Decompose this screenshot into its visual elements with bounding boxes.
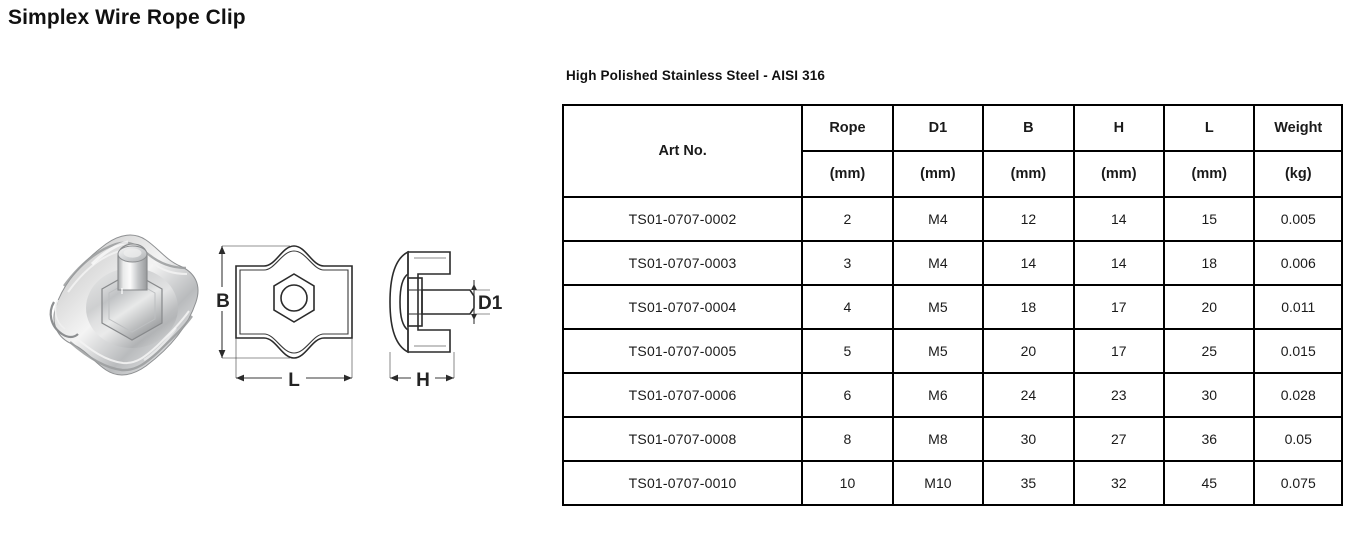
cell-b: 12 — [982, 196, 1075, 242]
product-photo — [34, 210, 224, 400]
cell-rope: 5 — [801, 328, 894, 374]
page-title: Simplex Wire Rope Clip — [8, 6, 246, 29]
product-figure-area: B L — [0, 196, 545, 411]
table-header: Art No. Rope D1 B H L Weight (mm) (mm) (… — [561, 104, 1343, 198]
cell-weight: 0.075 — [1253, 460, 1343, 506]
cell-h: 14 — [1072, 240, 1166, 286]
table-row: TS01-0707-0004 4 M5 18 17 20 0.011 — [561, 284, 1343, 330]
cell-art-no: TS01-0707-0005 — [561, 328, 804, 374]
header-row-units: (mm) (mm) (mm) (mm) (mm) (kg) — [563, 150, 1343, 198]
header-row-labels: Art No. Rope D1 B H L Weight — [561, 104, 1343, 198]
column-unit-d1: (mm) — [891, 150, 985, 198]
cell-h: 23 — [1072, 372, 1166, 418]
cell-h: 17 — [1072, 284, 1166, 330]
cell-rope: 8 — [801, 416, 894, 462]
front-view-bolt-hole — [280, 284, 308, 312]
column-header-d1: D1 — [891, 104, 985, 152]
cell-weight: 0.05 — [1253, 416, 1343, 462]
cell-weight: 0.028 — [1253, 372, 1343, 418]
dimension-label-l: L — [288, 370, 300, 391]
column-unit-weight: (kg) — [1253, 150, 1343, 198]
cell-art-no: TS01-0707-0004 — [561, 284, 804, 330]
material-subtitle: High Polished Stainless Steel - AISI 316 — [566, 68, 826, 83]
table-row: TS01-0707-0002 2 M4 12 14 15 0.005 — [561, 196, 1343, 242]
cell-d1: M4 — [891, 196, 985, 242]
cell-b: 30 — [982, 416, 1075, 462]
cell-l: 36 — [1163, 416, 1256, 462]
cell-rope: 2 — [801, 196, 894, 242]
dimension-label-b: B — [216, 291, 230, 312]
front-view-hex-nut — [273, 273, 315, 323]
table-row: TS01-0707-0006 6 M6 24 23 30 0.028 — [561, 372, 1343, 418]
technical-drawing-front-view: B L — [200, 218, 384, 402]
cell-b: 14 — [982, 240, 1075, 286]
cell-l: 18 — [1163, 240, 1256, 286]
cell-d1: M6 — [891, 372, 985, 418]
cell-rope: 6 — [801, 372, 894, 418]
cell-rope: 10 — [801, 460, 894, 506]
table-row: TS01-0707-0008 8 M8 30 27 36 0.05 — [561, 416, 1343, 462]
side-view-bolt-shank — [421, 289, 475, 315]
column-header-b: B — [982, 104, 1075, 152]
cell-b: 35 — [982, 460, 1075, 506]
table-row: TS01-0707-0005 5 M5 20 17 25 0.015 — [561, 328, 1343, 374]
side-view-body — [407, 251, 451, 353]
column-unit-l: (mm) — [1163, 150, 1256, 198]
cell-l: 20 — [1163, 284, 1256, 330]
column-header-l: L — [1163, 104, 1256, 152]
cell-l: 30 — [1163, 372, 1256, 418]
column-unit-h: (mm) — [1072, 150, 1166, 198]
cell-art-no: TS01-0707-0006 — [561, 372, 804, 418]
cell-b: 18 — [982, 284, 1075, 330]
cell-h: 14 — [1072, 196, 1166, 242]
cell-b: 24 — [982, 372, 1075, 418]
column-unit-rope: (mm) — [801, 150, 894, 198]
column-header-art-no: Art No. — [561, 104, 804, 198]
cell-d1: M5 — [891, 328, 985, 374]
cell-d1: M4 — [891, 240, 985, 286]
cell-art-no: TS01-0707-0002 — [561, 196, 804, 242]
column-header-weight: Weight — [1253, 104, 1343, 152]
specification-block: High Polished Stainless Steel - AISI 316… — [561, 68, 1344, 506]
cell-d1: M10 — [891, 460, 985, 506]
specification-table: Art No. Rope D1 B H L Weight (mm) (mm) (… — [561, 104, 1343, 506]
cell-h: 32 — [1072, 460, 1166, 506]
dimension-label-h: H — [416, 370, 430, 391]
dimension-label-d1: D1 — [478, 293, 503, 314]
side-view-bolt-head — [407, 277, 423, 327]
side-view-back — [389, 250, 409, 354]
cell-weight: 0.006 — [1253, 240, 1343, 286]
cell-art-no: TS01-0707-0008 — [561, 416, 804, 462]
cell-rope: 4 — [801, 284, 894, 330]
cell-h: 17 — [1072, 328, 1166, 374]
cell-weight: 0.005 — [1253, 196, 1343, 242]
front-view-outline — [235, 245, 353, 359]
cell-art-no: TS01-0707-0003 — [561, 240, 804, 286]
cell-d1: M8 — [891, 416, 985, 462]
cell-art-no: TS01-0707-0010 — [561, 460, 804, 506]
cell-weight: 0.015 — [1253, 328, 1343, 374]
table-row: TS01-0707-0010 10 M10 35 32 45 0.075 — [561, 460, 1343, 506]
cell-h: 27 — [1072, 416, 1166, 462]
column-unit-b: (mm) — [982, 150, 1075, 198]
cell-rope: 3 — [801, 240, 894, 286]
table-row: TS01-0707-0003 3 M4 14 14 18 0.006 — [561, 240, 1343, 286]
column-header-h: H — [1072, 104, 1166, 152]
cell-b: 20 — [982, 328, 1075, 374]
cell-l: 45 — [1163, 460, 1256, 506]
table-body: TS01-0707-0002 2 M4 12 14 15 0.005 TS01-… — [561, 196, 1343, 506]
technical-drawing-side-view: D1 H — [378, 218, 524, 402]
column-header-rope: Rope — [801, 104, 894, 152]
cell-l: 15 — [1163, 196, 1256, 242]
cell-weight: 0.011 — [1253, 284, 1343, 330]
cell-d1: M5 — [891, 284, 985, 330]
cell-l: 25 — [1163, 328, 1256, 374]
